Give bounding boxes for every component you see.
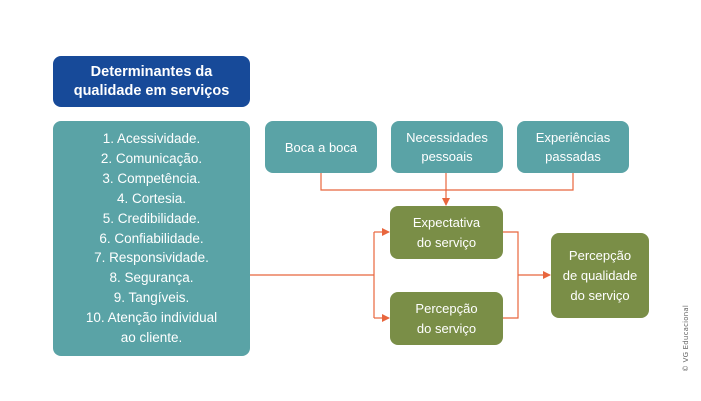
- connector-word-of-mouth: [320, 173, 446, 191]
- expected-service-line-1: Expectativa: [412, 214, 481, 230]
- determinant-item: 9. Tangíveis.: [113, 290, 190, 306]
- determinant-item: 5. Credibilidade.: [102, 210, 201, 226]
- connector-perception-out: [503, 275, 519, 319]
- determinant-item: ao cliente.: [120, 330, 183, 346]
- perceived-service-line-2: do serviço: [416, 320, 477, 336]
- source-past-experiences-line-1: Experiências: [535, 130, 611, 145]
- perceived-quality-box: Percepção de qualidade do serviço: [551, 233, 649, 318]
- perceived-quality-line-3: do serviço: [570, 287, 630, 303]
- source-personal-needs-line-2: pessoais: [421, 149, 473, 164]
- perceived-quality-line-2: de qualidade: [562, 267, 638, 283]
- expected-service-box: Expectativa do serviço: [390, 206, 503, 259]
- determinant-item: 8. Segurança.: [109, 270, 194, 286]
- source-word-of-mouth: Boca a boca: [265, 121, 377, 173]
- source-past-experiences: Experiências passadas: [517, 121, 629, 173]
- determinant-item: 7. Responsividade.: [94, 250, 209, 266]
- determinant-item: 6. Confiabilidade.: [99, 230, 204, 246]
- source-word-of-mouth-label: Boca a boca: [284, 139, 358, 155]
- title-line-1: Determinantes da: [90, 63, 213, 80]
- source-personal-needs: Necessidades pessoais: [391, 121, 503, 173]
- expected-service-line-2: do serviço: [416, 234, 477, 250]
- source-personal-needs-line-1: Necessidades: [406, 130, 488, 145]
- determinant-item: 1. Acessividade.: [102, 131, 201, 147]
- determinant-item: 2. Comunicação.: [100, 150, 203, 166]
- diagram-title: Determinantes da qualidade em serviços: [53, 56, 250, 107]
- perceived-quality-line-1: Percepção: [568, 247, 632, 263]
- connector-expectation-out: [503, 231, 519, 275]
- perceived-service-box: Percepção do serviço: [390, 292, 503, 345]
- copyright-credit: © VG Educacional: [682, 304, 690, 372]
- determinant-item: 4. Cortesia.: [116, 190, 187, 206]
- connector-past-experiences: [446, 173, 574, 191]
- determinants-list: 1. Acessividade. 2. Comunicação. 3. Comp…: [53, 121, 250, 356]
- determinant-item: 3. Competência.: [102, 170, 201, 186]
- determinant-item: 10. Atenção individual: [85, 310, 218, 326]
- perceived-service-line-1: Percepção: [415, 300, 478, 316]
- title-line-2: qualidade em serviços: [73, 82, 230, 99]
- source-past-experiences-line-2: passadas: [545, 149, 601, 164]
